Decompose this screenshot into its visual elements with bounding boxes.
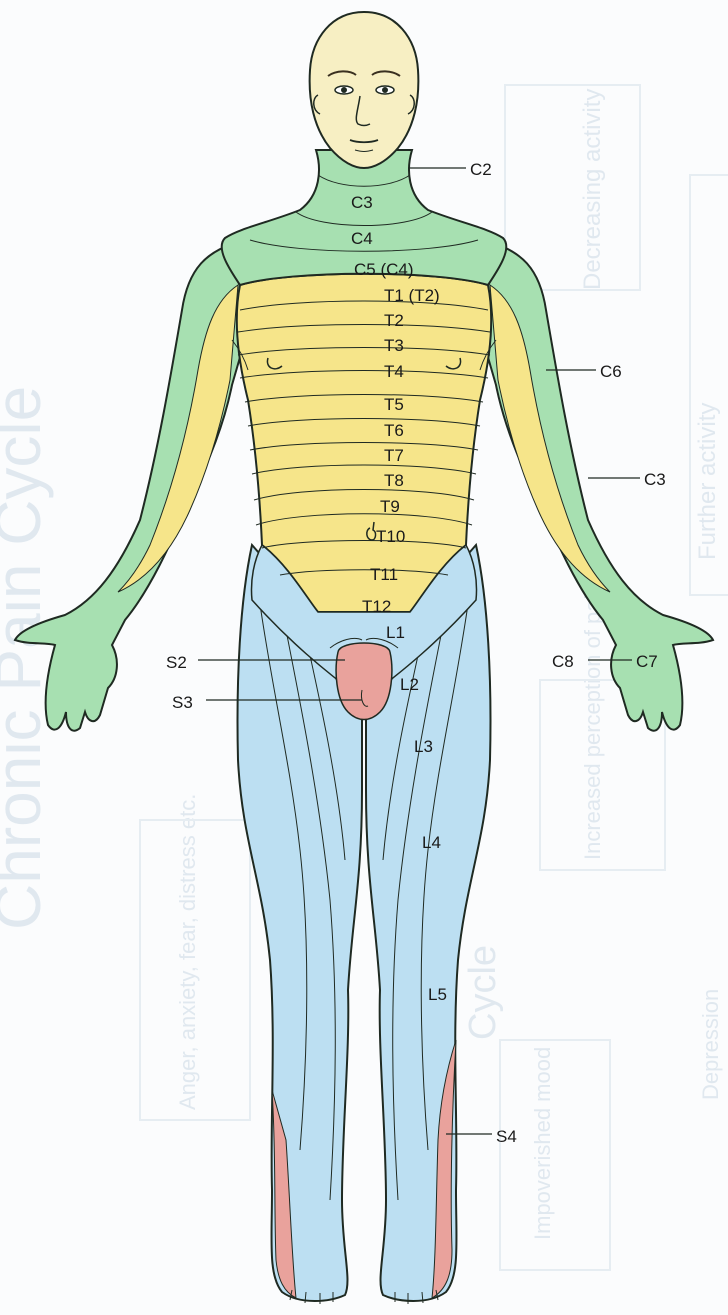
ghost-box-perception: Increased perception of pain (580, 582, 605, 860)
ghost-title: Chronic Pain Cycle (0, 386, 54, 930)
label-t2: T2 (384, 311, 404, 330)
label-c3-arm: C3 (644, 470, 666, 489)
head (310, 12, 419, 168)
label-l4: L4 (422, 833, 441, 852)
label-l1: L1 (386, 623, 405, 642)
genitals-sacral (336, 643, 392, 720)
label-l3: L3 (414, 737, 433, 756)
label-c6: C6 (600, 362, 622, 381)
label-c7: C7 (636, 652, 658, 671)
label-t10: T10 (376, 527, 405, 546)
ghost-box-decreasing: Decreasing activity (579, 89, 606, 290)
label-t7: T7 (384, 446, 404, 465)
label-s2: S2 (166, 653, 187, 672)
label-c4: C4 (351, 229, 373, 248)
label-c2: C2 (470, 160, 492, 179)
label-l5: L5 (428, 985, 447, 1004)
label-t8: T8 (384, 471, 404, 490)
label-s3: S3 (172, 693, 193, 712)
ghost-box-anger: Anger, anxiety, fear, distress etc. (175, 794, 200, 1110)
label-c8: C8 (552, 652, 574, 671)
label-t3: T3 (384, 336, 404, 355)
ghost-box-mood: Impoverished mood (530, 1047, 555, 1240)
label-t11: T11 (370, 565, 398, 584)
label-s4: S4 (496, 1127, 517, 1146)
label-t4: T4 (384, 362, 404, 381)
ghost-cycle-word: Cycle (462, 945, 504, 1040)
ghost-box-further: Further activity (694, 403, 721, 560)
face (310, 12, 419, 168)
label-t9: T9 (380, 497, 400, 516)
label-c5: C5 (C4) (354, 260, 414, 279)
label-l2: L2 (400, 675, 419, 694)
label-t5: T5 (384, 395, 404, 414)
label-c3-neck: C3 (351, 193, 373, 212)
label-t1: T1 (T2) (384, 286, 440, 305)
label-t12: T12 (362, 597, 391, 616)
label-t6: T6 (384, 421, 404, 440)
ghost-box-depression: Depression (698, 989, 723, 1100)
